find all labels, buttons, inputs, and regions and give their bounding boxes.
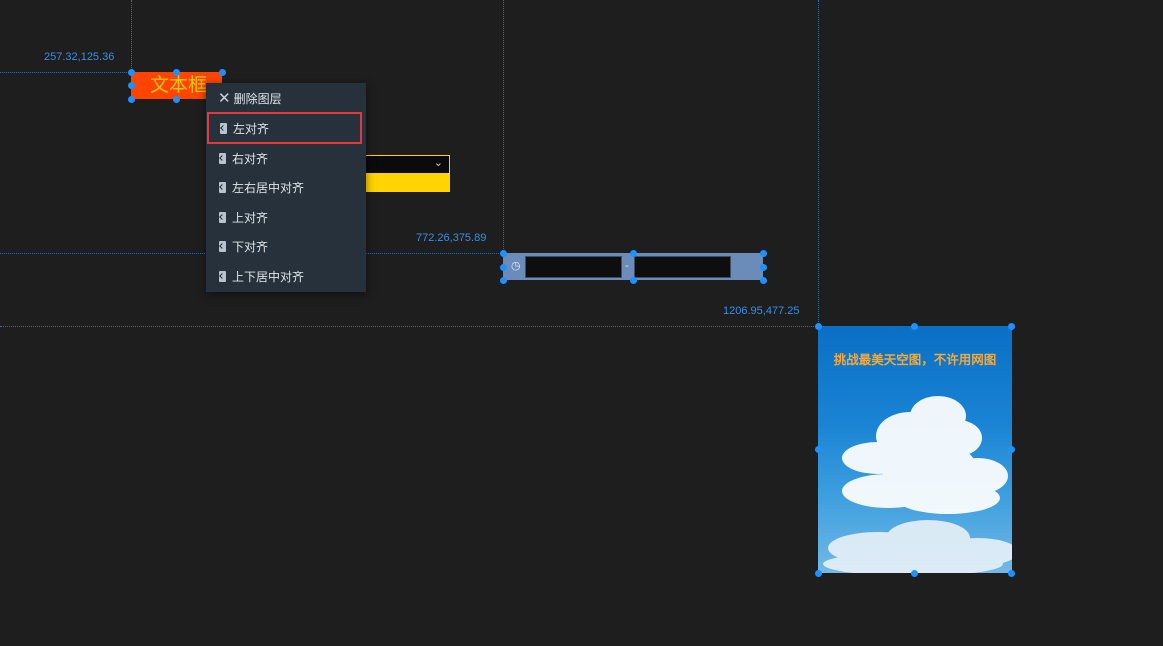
resize-handle[interactable]	[499, 263, 507, 271]
resize-handle[interactable]	[759, 263, 767, 271]
guide-line-horizontal	[0, 72, 131, 73]
resize-handle[interactable]	[499, 249, 507, 257]
cloud-image	[823, 396, 1012, 573]
resize-handle[interactable]	[814, 445, 822, 453]
date-range-widget[interactable]: ◷ -	[503, 253, 763, 280]
image-widget[interactable]: 挑战最美天空图，不许用网图	[818, 326, 1012, 573]
start-date-input[interactable]	[525, 256, 622, 278]
resize-handle[interactable]	[127, 81, 135, 89]
image-caption: 挑战最美天空图，不许用网图	[833, 352, 997, 367]
resize-handle[interactable]	[218, 68, 226, 76]
close-icon: ✕	[218, 89, 231, 107]
align-icon	[219, 240, 226, 252]
clock-icon: ◷	[511, 259, 521, 272]
resize-handle[interactable]	[1007, 445, 1015, 453]
align-icon	[219, 181, 226, 193]
resize-handle[interactable]	[910, 569, 918, 577]
resize-handle[interactable]	[499, 276, 507, 284]
coordinate-readout-daterange: 772.26,375.89	[416, 232, 487, 244]
resize-handle[interactable]	[629, 276, 637, 284]
resize-handle[interactable]	[172, 95, 180, 103]
align-icon	[220, 122, 227, 134]
menu-item-label: 删除图层	[233, 91, 282, 106]
menu-item-label: 上对齐	[232, 210, 269, 225]
menu-item-label: 左对齐	[233, 121, 270, 136]
resize-handle[interactable]	[814, 322, 822, 330]
dropdown-select[interactable]: ⌄	[362, 155, 450, 174]
dropdown-bar	[362, 174, 450, 192]
resize-handle[interactable]	[127, 68, 135, 76]
guide-line-vertical	[503, 0, 504, 253]
menu-item-align-horizontal-center[interactable]: 左右居中对齐	[206, 172, 366, 202]
range-separator: -	[625, 259, 629, 272]
menu-item-align-vertical-center[interactable]: 上下居中对齐	[206, 261, 366, 291]
menu-item-align-bottom[interactable]: 下对齐	[206, 231, 366, 261]
context-menu: ✕ 删除图层 左对齐 右对齐 左右居中对齐 上对齐 下对齐 上下居中对齐	[206, 83, 366, 292]
resize-handle[interactable]	[172, 68, 180, 76]
align-icon	[219, 152, 226, 164]
coordinate-readout-textbox: 257.32,125.36	[44, 51, 115, 63]
dropdown-widget[interactable]: ⌄	[362, 155, 450, 193]
menu-item-align-left[interactable]: 左对齐	[207, 112, 362, 144]
menu-item-label: 下对齐	[232, 239, 269, 254]
menu-item-label: 上下居中对齐	[232, 269, 305, 284]
chevron-down-icon: ⌄	[433, 156, 443, 169]
resize-handle[interactable]	[629, 249, 637, 257]
guide-line-vertical	[818, 0, 819, 326]
align-icon	[219, 211, 226, 223]
coordinate-readout-image: 1206.95,477.25	[723, 305, 800, 317]
resize-handle[interactable]	[1007, 569, 1015, 577]
menu-item-label: 右对齐	[232, 151, 269, 166]
resize-handle[interactable]	[759, 276, 767, 284]
guide-line-horizontal	[0, 326, 818, 327]
menu-item-align-right[interactable]: 右对齐	[206, 143, 366, 173]
resize-handle[interactable]	[814, 569, 822, 577]
guide-line-vertical	[131, 0, 132, 72]
menu-item-delete-layer[interactable]: ✕ 删除图层	[206, 83, 366, 113]
end-date-input[interactable]	[634, 256, 731, 278]
resize-handle[interactable]	[127, 95, 135, 103]
menu-item-align-top[interactable]: 上对齐	[206, 202, 366, 232]
menu-item-label: 左右居中对齐	[232, 180, 305, 195]
resize-handle[interactable]	[1007, 322, 1015, 330]
resize-handle[interactable]	[759, 249, 767, 257]
align-icon	[219, 270, 226, 282]
resize-handle[interactable]	[910, 322, 918, 330]
